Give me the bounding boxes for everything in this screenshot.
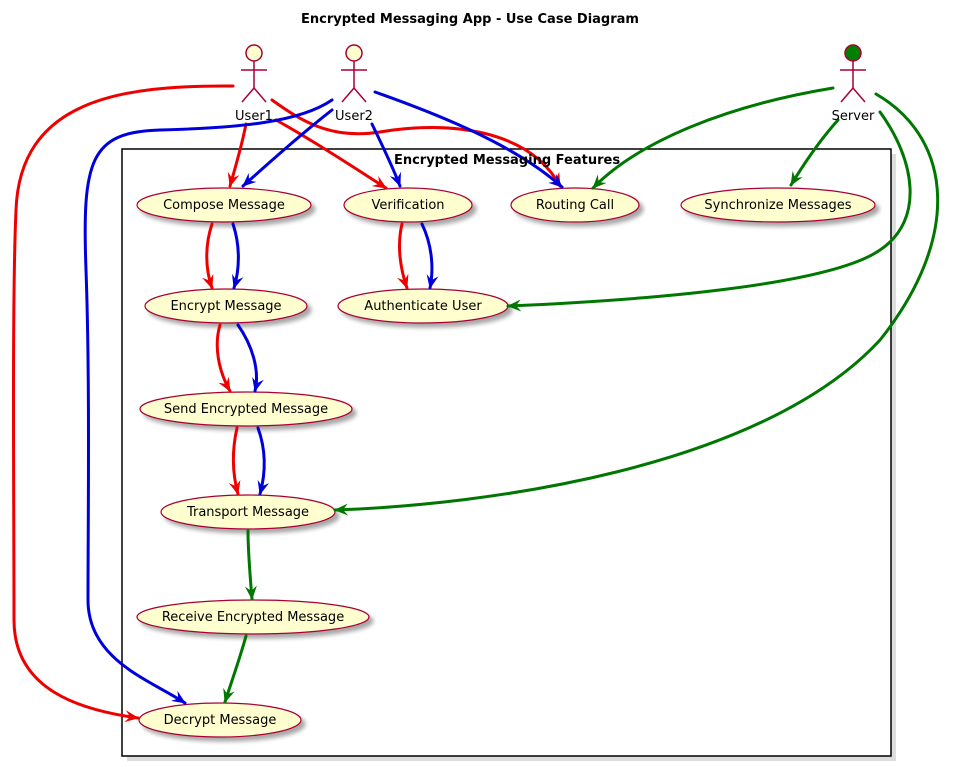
relation-send-transport-red — [228, 426, 241, 496]
usecase-routing[interactable]: Routing Call — [510, 187, 640, 223]
package-label: Encrypted Messaging Features — [394, 153, 620, 168]
usecase-label: Decrypt Message — [164, 713, 277, 728]
relation-compose-encrypt-red — [202, 222, 214, 290]
relation-compose-encrypt-blue — [231, 222, 244, 290]
diagram-title: Encrypted Messaging App - Use Case Diagr… — [301, 12, 639, 27]
usecase-label: Routing Call — [536, 198, 614, 213]
relation-send-transport-blue — [256, 426, 270, 496]
usecase-encrypt[interactable]: Encrypt Message — [144, 288, 308, 324]
usecase-send[interactable]: Send Encrypted Message — [139, 391, 353, 427]
relation-server-authenticate — [506, 110, 912, 312]
usecase-label: Synchronize Messages — [704, 198, 851, 213]
actor-label: User1 — [235, 109, 273, 124]
usecase-label: Authenticate User — [364, 299, 482, 314]
relation-user2-routing — [373, 90, 564, 189]
actor-head-icon — [245, 44, 263, 62]
relation-user2-decrypt — [83, 98, 334, 705]
usecase-label: Compose Message — [163, 198, 285, 213]
relation-receive-decrypt — [223, 634, 248, 704]
usecase-receive[interactable]: Receive Encrypted Message — [136, 599, 370, 635]
relation-verification-authenticate-red — [397, 222, 409, 290]
usecase-verification[interactable]: Verification — [343, 187, 473, 223]
relation-verification-authenticate-blue — [420, 222, 439, 290]
usecase-label: Receive Encrypted Message — [162, 610, 344, 625]
usecase-compose[interactable]: Compose Message — [136, 187, 312, 223]
actor-label: User2 — [335, 109, 373, 124]
relation-server-transport — [333, 92, 940, 516]
relation-user1-routing — [270, 98, 562, 188]
relation-encrypt-send-blue — [236, 323, 264, 393]
relation-server-routing — [591, 86, 835, 190]
actor-head-icon — [345, 44, 363, 62]
usecase-label: Verification — [371, 198, 444, 213]
relation-user1-verification — [274, 118, 388, 190]
usecase-transport[interactable]: Transport Message — [160, 494, 336, 530]
package-boundary — [121, 148, 896, 761]
relation-user1-decrypt — [12, 84, 235, 723]
relation-user1-compose — [227, 122, 248, 188]
relation-user2-verification — [370, 122, 402, 188]
relation-encrypt-send-red — [215, 323, 232, 393]
actor-label: Server — [832, 109, 875, 124]
usecase-authenticate[interactable]: Authenticate User — [337, 288, 509, 324]
usecase-sync[interactable]: Synchronize Messages — [680, 187, 876, 223]
actor-head-icon — [844, 44, 862, 62]
usecase-label: Transport Message — [186, 505, 309, 520]
relation-user2-compose — [241, 108, 334, 188]
usecase-decrypt[interactable]: Decrypt Message — [138, 702, 302, 738]
usecase-label: Send Encrypted Message — [164, 402, 328, 417]
actor-user2[interactable]: User2 — [335, 44, 373, 124]
usecase-label: Encrypt Message — [170, 299, 281, 314]
actor-user1[interactable]: User1 — [235, 44, 273, 124]
actor-server[interactable]: Server — [832, 44, 875, 124]
relation-transport-receive — [244, 529, 257, 601]
relation-server-sync — [789, 118, 840, 187]
